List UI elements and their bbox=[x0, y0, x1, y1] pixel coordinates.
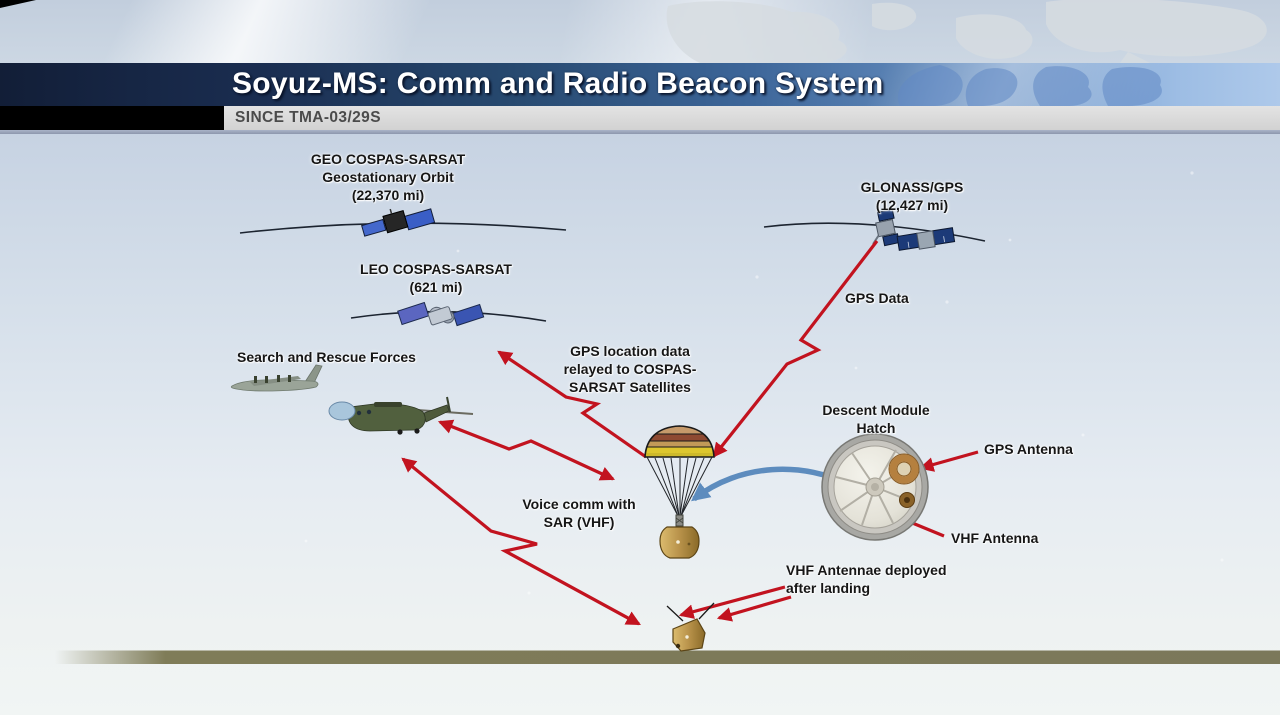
arrow-vhf-antenna-2 bbox=[716, 595, 792, 622]
parachute-capsule-icon bbox=[644, 425, 715, 559]
black-bar bbox=[0, 106, 224, 130]
gps-antenna-label: GPS Antenna bbox=[984, 441, 1073, 457]
world-map-top bbox=[666, 0, 1267, 63]
title-band: Soyuz-MS: Comm and Radio Beacon System bbox=[0, 63, 1280, 106]
vhf-deployed-label: VHF Antennae deployed after landing bbox=[786, 562, 947, 596]
landed-capsule-icon bbox=[666, 602, 715, 652]
sar-forces-label: Search and Rescue Forces bbox=[237, 349, 416, 365]
leo-satellite-icon bbox=[397, 301, 485, 327]
world-map-band bbox=[897, 65, 1162, 106]
glonass-label: GLONASS/GPS (12,427 mi) bbox=[860, 179, 964, 213]
page-title: Soyuz-MS: Comm and Radio Beacon System bbox=[232, 67, 884, 100]
airplane-icon bbox=[230, 364, 323, 392]
leo-label: LEO COSPAS-SARSAT (621 mi) bbox=[360, 261, 512, 295]
gps-data-label: GPS Data bbox=[845, 290, 909, 306]
subtitle-band: SINCE TMA-03/29S bbox=[224, 106, 1280, 130]
hatch-photo bbox=[821, 433, 929, 541]
subtitle-text: SINCE TMA-03/29S bbox=[235, 109, 381, 126]
gps-relay-label: GPS location data relayed to COSPAS- SAR… bbox=[563, 343, 697, 395]
vhf-antenna-label: VHF Antenna bbox=[951, 530, 1039, 546]
geo-label: GEO COSPAS-SARSAT Geostationary Orbit (2… bbox=[310, 151, 466, 203]
hatch-label: Descent Module Hatch bbox=[822, 402, 930, 436]
arrow-voice-comm-ground bbox=[401, 457, 641, 626]
header-underline bbox=[0, 130, 1280, 134]
corner-wedge bbox=[0, 0, 36, 8]
background-specks bbox=[304, 171, 1224, 595]
ground-strip bbox=[55, 650, 1280, 664]
glonass-orbit-arc bbox=[763, 222, 986, 242]
arrow-voice-comm-air bbox=[437, 419, 616, 481]
arrow-vhf-antenna-1 bbox=[678, 585, 786, 619]
arrow-gps-data bbox=[712, 240, 879, 458]
helicopter-icon bbox=[328, 396, 474, 435]
glonass-satellite-icon bbox=[872, 208, 956, 251]
voice-comm-label: Voice comm with SAR (VHF) bbox=[522, 496, 636, 530]
arrow-gps-antenna-pointer bbox=[918, 450, 979, 472]
geo-satellite-icon bbox=[361, 208, 436, 237]
